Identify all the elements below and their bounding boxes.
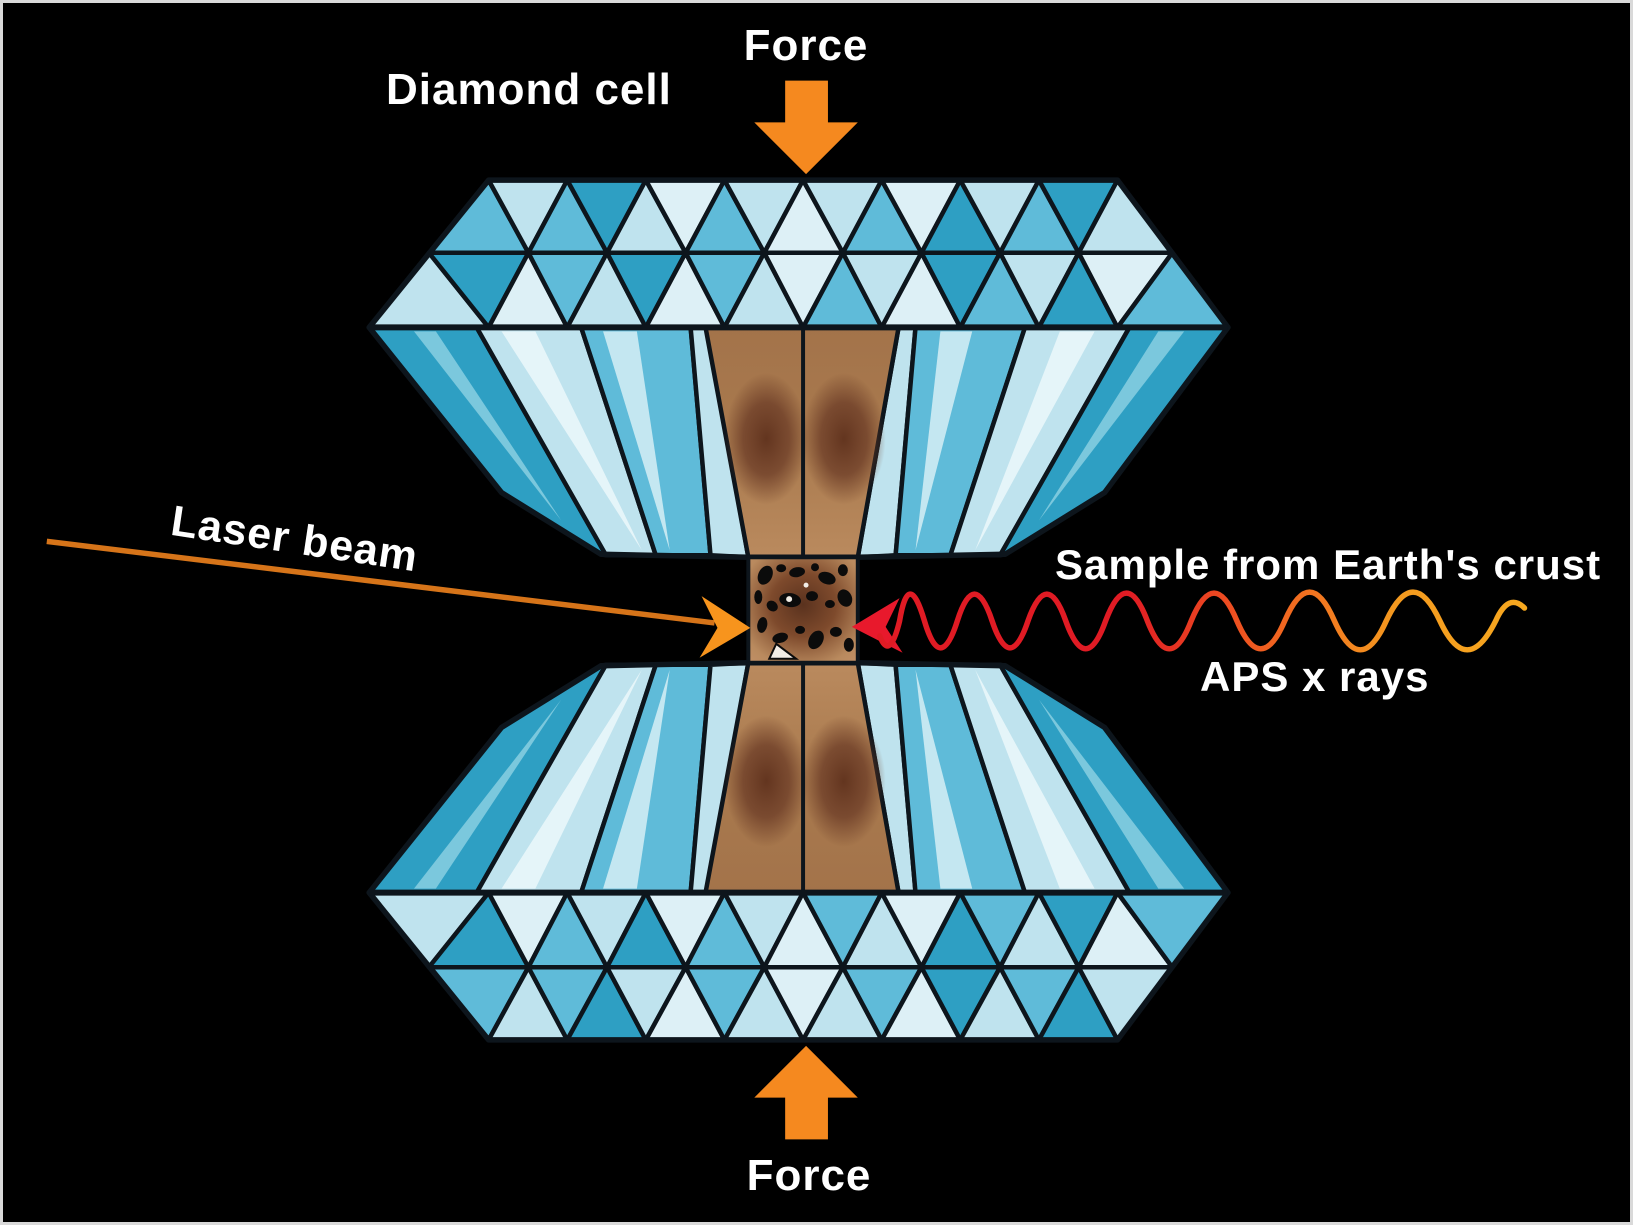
diamond-cell-figure (46, 80, 1528, 1140)
sample-mineral-grains (754, 563, 854, 652)
force-bottom-label: Force (746, 1151, 872, 1200)
force-arrow-down-icon (754, 80, 858, 175)
sample-chamber (746, 555, 860, 665)
laser-arrowhead-icon (699, 596, 751, 658)
xray-arrowhead-icon (851, 598, 903, 653)
xray-beam (851, 589, 1528, 653)
top-diamond-anvil (366, 177, 1231, 561)
force-top-label: Force (743, 21, 869, 70)
bottom-diamond-anvil (369, 663, 1228, 1040)
xray-wave-icon (876, 589, 1528, 653)
diamond-cell-label: Diamond cell (386, 65, 672, 114)
aps-xrays-label: APS x rays (1200, 653, 1430, 700)
laser-beam-ray (46, 538, 751, 658)
sample-source-label: Sample from Earth's crust (1055, 541, 1602, 588)
force-arrow-up-icon (754, 1045, 858, 1140)
